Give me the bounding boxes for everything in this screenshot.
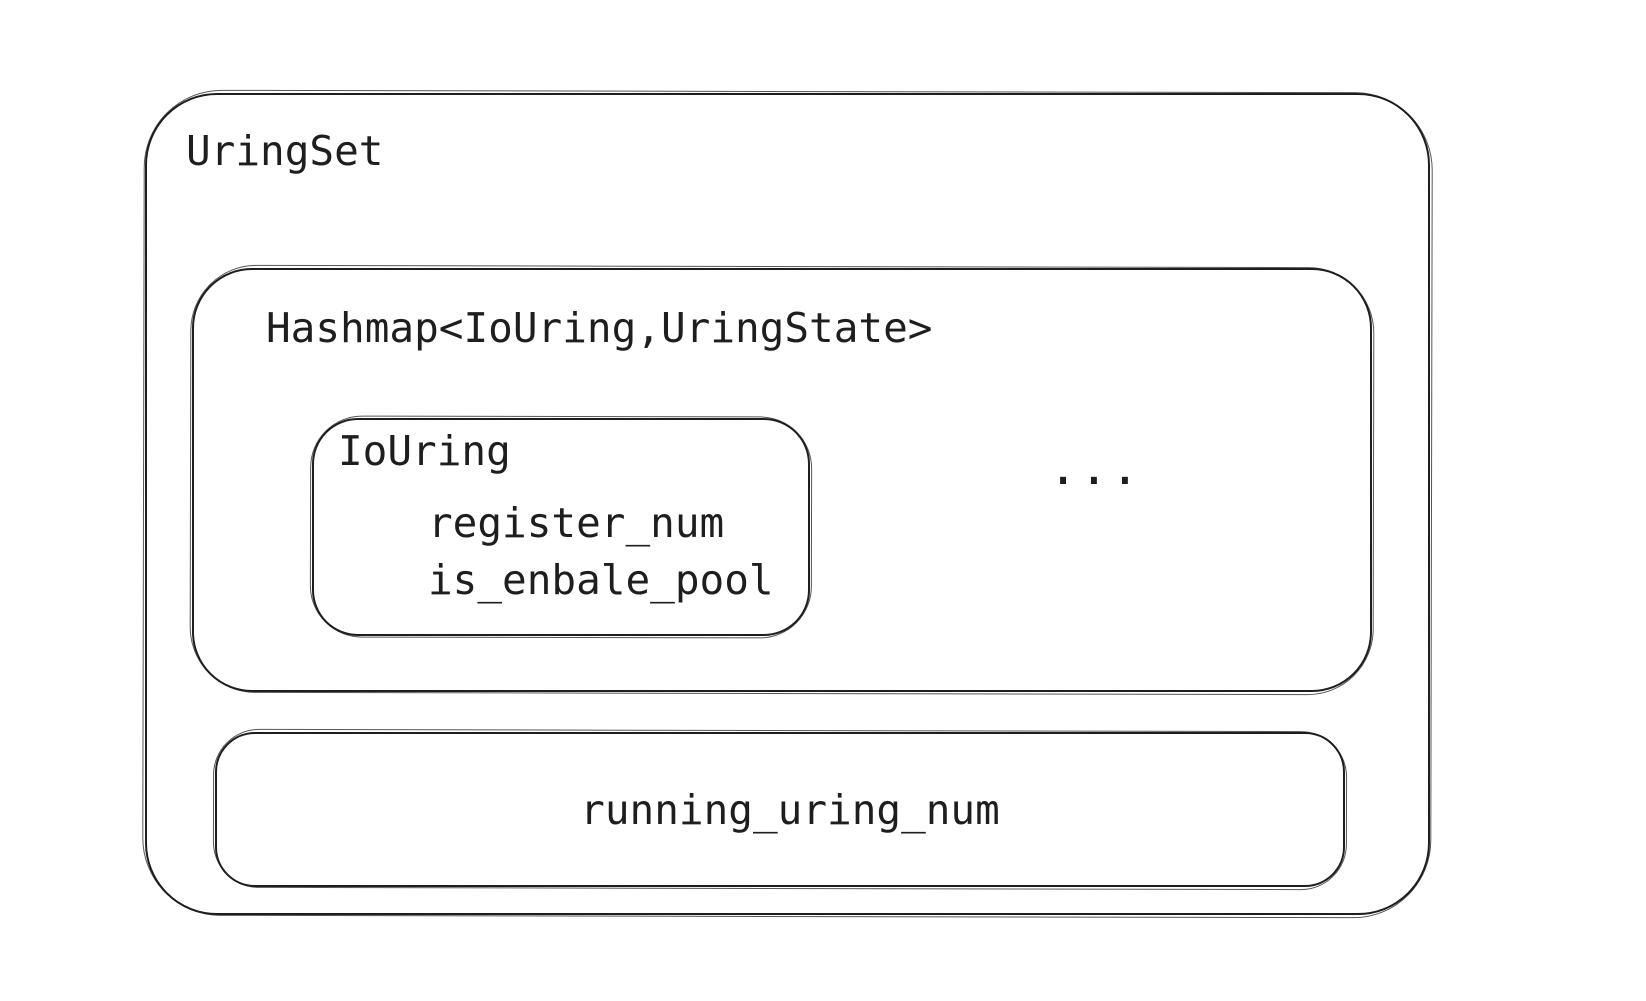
running-uring-num-box: running_uring_num [215,732,1345,887]
more-entries-ellipsis: ... [1048,440,1142,496]
uringset-label: UringSet [186,127,384,175]
iouring-field-is-enbale-pool: is_enbale_pool [428,556,774,604]
iouring-box [312,418,810,636]
uringset-box [145,93,1430,915]
iouring-field-register-num: register_num [428,499,725,547]
iouring-label: IoUring [338,427,511,475]
hashmap-label: Hashmap<IoUring,UringState> [266,304,933,352]
running-uring-num-label: running_uring_num [580,785,1000,834]
hashmap-box [192,268,1372,692]
